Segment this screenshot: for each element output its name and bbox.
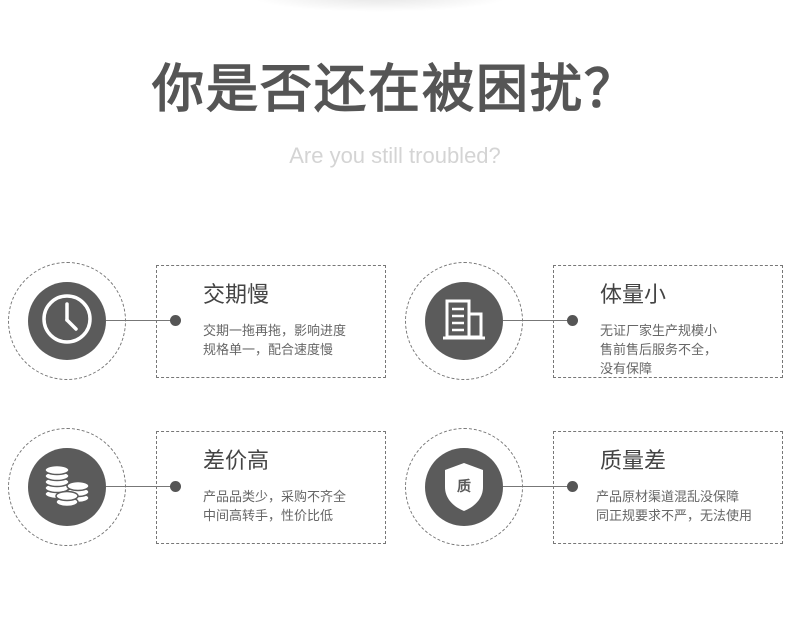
icon-ring — [8, 262, 126, 380]
connector-line — [106, 320, 174, 321]
page-title: 你是否还在被困扰？ — [151, 60, 638, 120]
card-description: 交期一拖再拖，影响进度 规格单一，配合速度慢 — [203, 322, 381, 360]
connector-dot — [170, 315, 181, 326]
connector-line — [106, 486, 174, 487]
problem-card-delivery: 交期慢 交期一拖再拖，影响进度 规格单一，配合速度慢 — [8, 262, 398, 387]
connector-line — [503, 320, 571, 321]
card-description: 无证厂家生产规模小 售前售后服务不全， 没有保障 — [600, 322, 778, 379]
desc-line: 产品品类少，采购不齐全 — [203, 490, 347, 505]
connector-dot — [170, 481, 181, 492]
clock-icon — [40, 292, 94, 350]
text-box: 差价高 产品品类少，采购不齐全 中间高转手，性价比低 — [156, 431, 386, 544]
desc-line: 无证厂家生产规模小 — [600, 324, 718, 339]
card-description: 产品原材渠道混乱没保障 同正规要求不严，无法使用 — [596, 488, 774, 526]
card-description: 产品品类少，采购不齐全 中间高转手，性价比低 — [203, 488, 381, 526]
connector-line — [503, 486, 571, 487]
text-box: 体量小 无证厂家生产规模小 售前售后服务不全， 没有保障 — [553, 265, 783, 378]
problem-card-price: 差价高 产品品类少，采购不齐全 中间高转手，性价比低 — [8, 428, 398, 553]
card-title: 交期慢 — [203, 283, 270, 308]
desc-line: 同正规要求不严，无法使用 — [596, 509, 753, 524]
shield-label: 质 — [457, 479, 471, 495]
icon-disc — [28, 282, 106, 360]
text-box: 质量差 产品原材渠道混乱没保障 同正规要求不严，无法使用 — [553, 431, 783, 544]
page-subtitle: Are you still troubled? — [289, 143, 501, 168]
icon-disc — [425, 282, 503, 360]
card-title: 质量差 — [600, 449, 667, 474]
text-box: 交期慢 交期一拖再拖，影响进度 规格单一，配合速度慢 — [156, 265, 386, 378]
desc-line: 没有保障 — [600, 362, 653, 377]
desc-line: 中间高转手，性价比低 — [203, 509, 334, 524]
icon-ring — [405, 262, 523, 380]
problem-card-scale: 体量小 无证厂家生产规模小 售前售后服务不全， 没有保障 — [405, 262, 790, 387]
icon-disc — [28, 448, 106, 526]
top-shadow-decoration — [250, 0, 510, 12]
coins-icon — [39, 458, 95, 516]
desc-line: 售前售后服务不全， — [600, 343, 718, 358]
card-title: 差价高 — [203, 449, 270, 474]
card-title: 体量小 — [600, 283, 667, 308]
connector-dot — [567, 315, 578, 326]
icon-disc: 质 — [425, 448, 503, 526]
quality-shield-icon: 质 — [441, 461, 487, 513]
desc-line: 交期一拖再拖，影响进度 — [203, 324, 347, 339]
icon-ring — [405, 428, 523, 546]
icon-ring — [8, 428, 126, 546]
desc-line: 规格单一，配合速度慢 — [203, 343, 334, 358]
problem-card-quality: 质 质量差 产品原材渠道混乱没保障 同正规要求不严，无法使用 — [405, 428, 790, 553]
connector-dot — [567, 481, 578, 492]
desc-line: 产品原材渠道混乱没保障 — [596, 490, 740, 505]
building-icon — [437, 292, 491, 350]
